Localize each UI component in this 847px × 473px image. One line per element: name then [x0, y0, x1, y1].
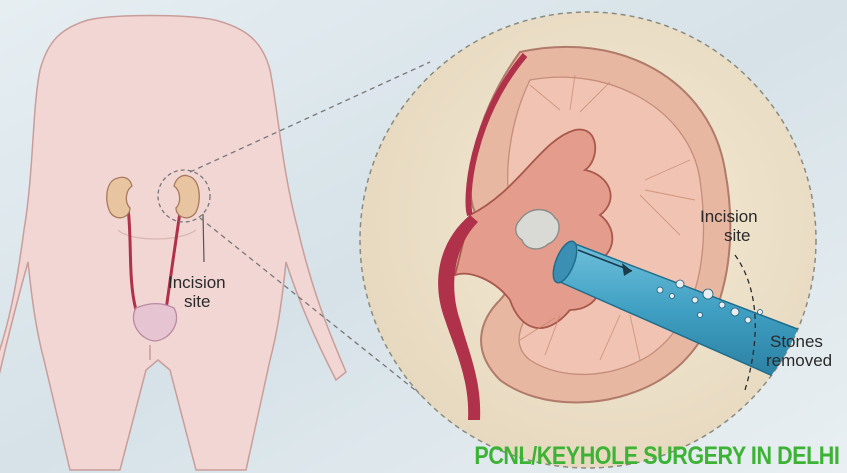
stones-line1: Stones	[770, 332, 823, 351]
stones-line2: removed	[766, 351, 832, 370]
stones-removed-label: Stones removed	[766, 332, 832, 370]
banner-title: PCNL/KEYHOLE SURGERY IN DELHI	[474, 442, 839, 471]
zoom-incision-line2: site	[724, 226, 750, 245]
body-incision-line2: site	[184, 292, 210, 311]
zoom-incision-line1: Incision	[700, 207, 758, 226]
body-incision-line1: Incision	[168, 273, 226, 292]
